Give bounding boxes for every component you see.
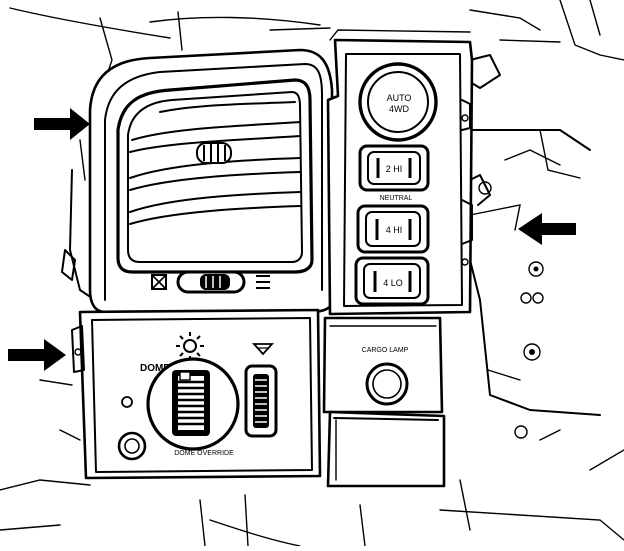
- four-hi-button[interactable]: 4 HI: [356, 204, 430, 254]
- recirc-box-icon: [151, 274, 167, 290]
- auto-4wd-label-line2: 4WD: [389, 104, 410, 114]
- auto-4wd-label-line1: AUTO: [387, 93, 412, 103]
- dome-indicator: [121, 396, 133, 408]
- neutral-label: NEUTRAL: [380, 195, 413, 202]
- panel-dimmer-thumbwheel[interactable]: [244, 364, 278, 438]
- arrow-left-icon: [518, 213, 576, 245]
- vent-louver-3: [129, 191, 301, 213]
- defrost-lines-icon: [256, 275, 270, 289]
- four-hi-label: 4 HI: [386, 225, 403, 235]
- cargo-lamp-button[interactable]: [365, 362, 409, 406]
- dome-override-button[interactable]: [117, 431, 147, 461]
- air-vent[interactable]: [116, 78, 314, 274]
- auto-4wd-button[interactable]: AUTO 4WD: [358, 62, 438, 142]
- vent-direction-slider[interactable]: [176, 270, 246, 294]
- headlamp-sun-icon: [176, 332, 204, 360]
- two-hi-button[interactable]: 2 HI: [358, 144, 430, 192]
- two-hi-label: 2 HI: [386, 164, 403, 174]
- dome-label: DOME: [140, 363, 170, 374]
- dome-override-label: DOME OVERRIDE: [174, 450, 234, 457]
- arrow-right-icon: [34, 108, 90, 140]
- four-lo-label: 4 LO: [383, 278, 403, 288]
- vent-adjust-knob[interactable]: [196, 142, 232, 164]
- vent-louver-1: [131, 121, 301, 141]
- cargo-lamp-label: CARGO LAMP: [362, 347, 409, 354]
- four-lo-button[interactable]: 4 LO: [354, 256, 430, 306]
- dash-light-icon: [251, 343, 275, 356]
- lower-storage-block: [326, 410, 446, 488]
- headlamp-knob[interactable]: [146, 357, 240, 451]
- arrow-right-icon: [8, 339, 66, 371]
